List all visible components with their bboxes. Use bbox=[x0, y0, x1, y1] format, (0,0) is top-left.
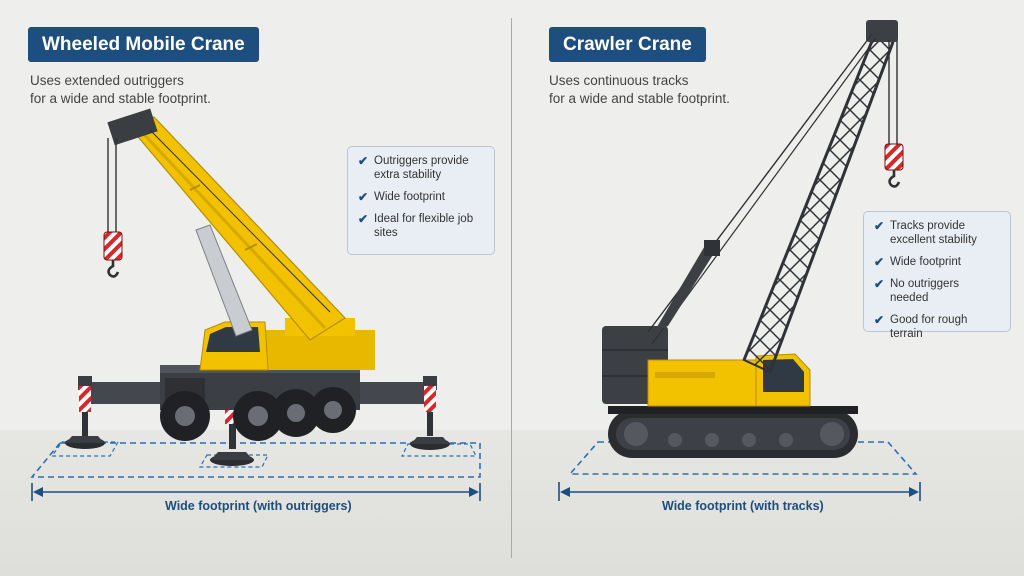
wheeled-crane-panel bbox=[0, 430, 512, 576]
checkmark-icon: ✔ bbox=[358, 212, 369, 226]
hook-block-left bbox=[103, 231, 123, 278]
feature-item: ✔ Wide footprint bbox=[874, 255, 961, 269]
crawler-crane-title: Crawler Crane bbox=[549, 27, 706, 62]
subtitle-line: for a wide and stable footprint. bbox=[549, 91, 730, 106]
panel-divider bbox=[511, 18, 512, 558]
wheeled-crane-footprint-label: Wide footprint (with outriggers) bbox=[165, 499, 352, 513]
crawler-crane-features: ✔ Tracks provide excellent stability ✔ W… bbox=[863, 211, 1011, 340]
feature-item: ✔ Outriggers provide extra stability bbox=[358, 154, 469, 181]
subtitle-line: Uses extended outriggers bbox=[30, 73, 184, 88]
outrigger-pad-outline-front bbox=[198, 454, 269, 468]
feature-item: ✔ Tracks provide excellent stability bbox=[874, 219, 977, 246]
dimension-arrow-right bbox=[558, 482, 921, 501]
wheeled-crane-features: ✔ Outriggers provide extra stability ✔ W… bbox=[347, 146, 495, 255]
crawler-crane-subtitle: Uses continuous tracks for a wide and st… bbox=[549, 72, 730, 108]
crawler-tracks bbox=[608, 406, 858, 458]
hook-block-right bbox=[884, 143, 904, 188]
subtitle-line: for a wide and stable footprint. bbox=[30, 91, 211, 106]
subtitle-line: Uses continuous tracks bbox=[549, 73, 689, 88]
checkmark-icon: ✔ bbox=[358, 154, 369, 168]
checkmark-icon: ✔ bbox=[874, 255, 885, 269]
feature-item: ✔ No outriggers needed bbox=[874, 277, 960, 304]
lattice-boom bbox=[742, 20, 898, 374]
outrigger-right bbox=[410, 376, 450, 450]
telescopic-boom bbox=[107, 108, 346, 341]
feature-item: ✔ Wide footprint bbox=[358, 190, 445, 204]
checkmark-icon: ✔ bbox=[358, 190, 369, 204]
dimension-arrow-left bbox=[31, 483, 481, 501]
checkmark-icon: ✔ bbox=[874, 219, 885, 233]
crawler-crane bbox=[568, 20, 918, 475]
a-frame-mast bbox=[654, 244, 716, 332]
feature-item: ✔ Ideal for flexible job sites bbox=[358, 212, 474, 239]
luffing-cylinder bbox=[195, 224, 253, 337]
wheeled-mobile-crane bbox=[30, 108, 481, 478]
crawler-crane-footprint-label: Wide footprint (with tracks) bbox=[662, 499, 824, 513]
wheels bbox=[160, 387, 356, 441]
checkmark-icon: ✔ bbox=[874, 313, 885, 327]
outrigger-footprint-outline bbox=[30, 442, 481, 478]
feature-item: ✔ Good for rough terrain bbox=[874, 313, 968, 340]
outrigger-left bbox=[65, 376, 105, 449]
wheeled-crane-title: Wheeled Mobile Crane bbox=[28, 27, 259, 62]
floor bbox=[0, 430, 512, 576]
checkmark-icon: ✔ bbox=[874, 277, 885, 291]
wheeled-crane-subtitle: Uses extended outriggers for a wide and … bbox=[30, 72, 211, 108]
